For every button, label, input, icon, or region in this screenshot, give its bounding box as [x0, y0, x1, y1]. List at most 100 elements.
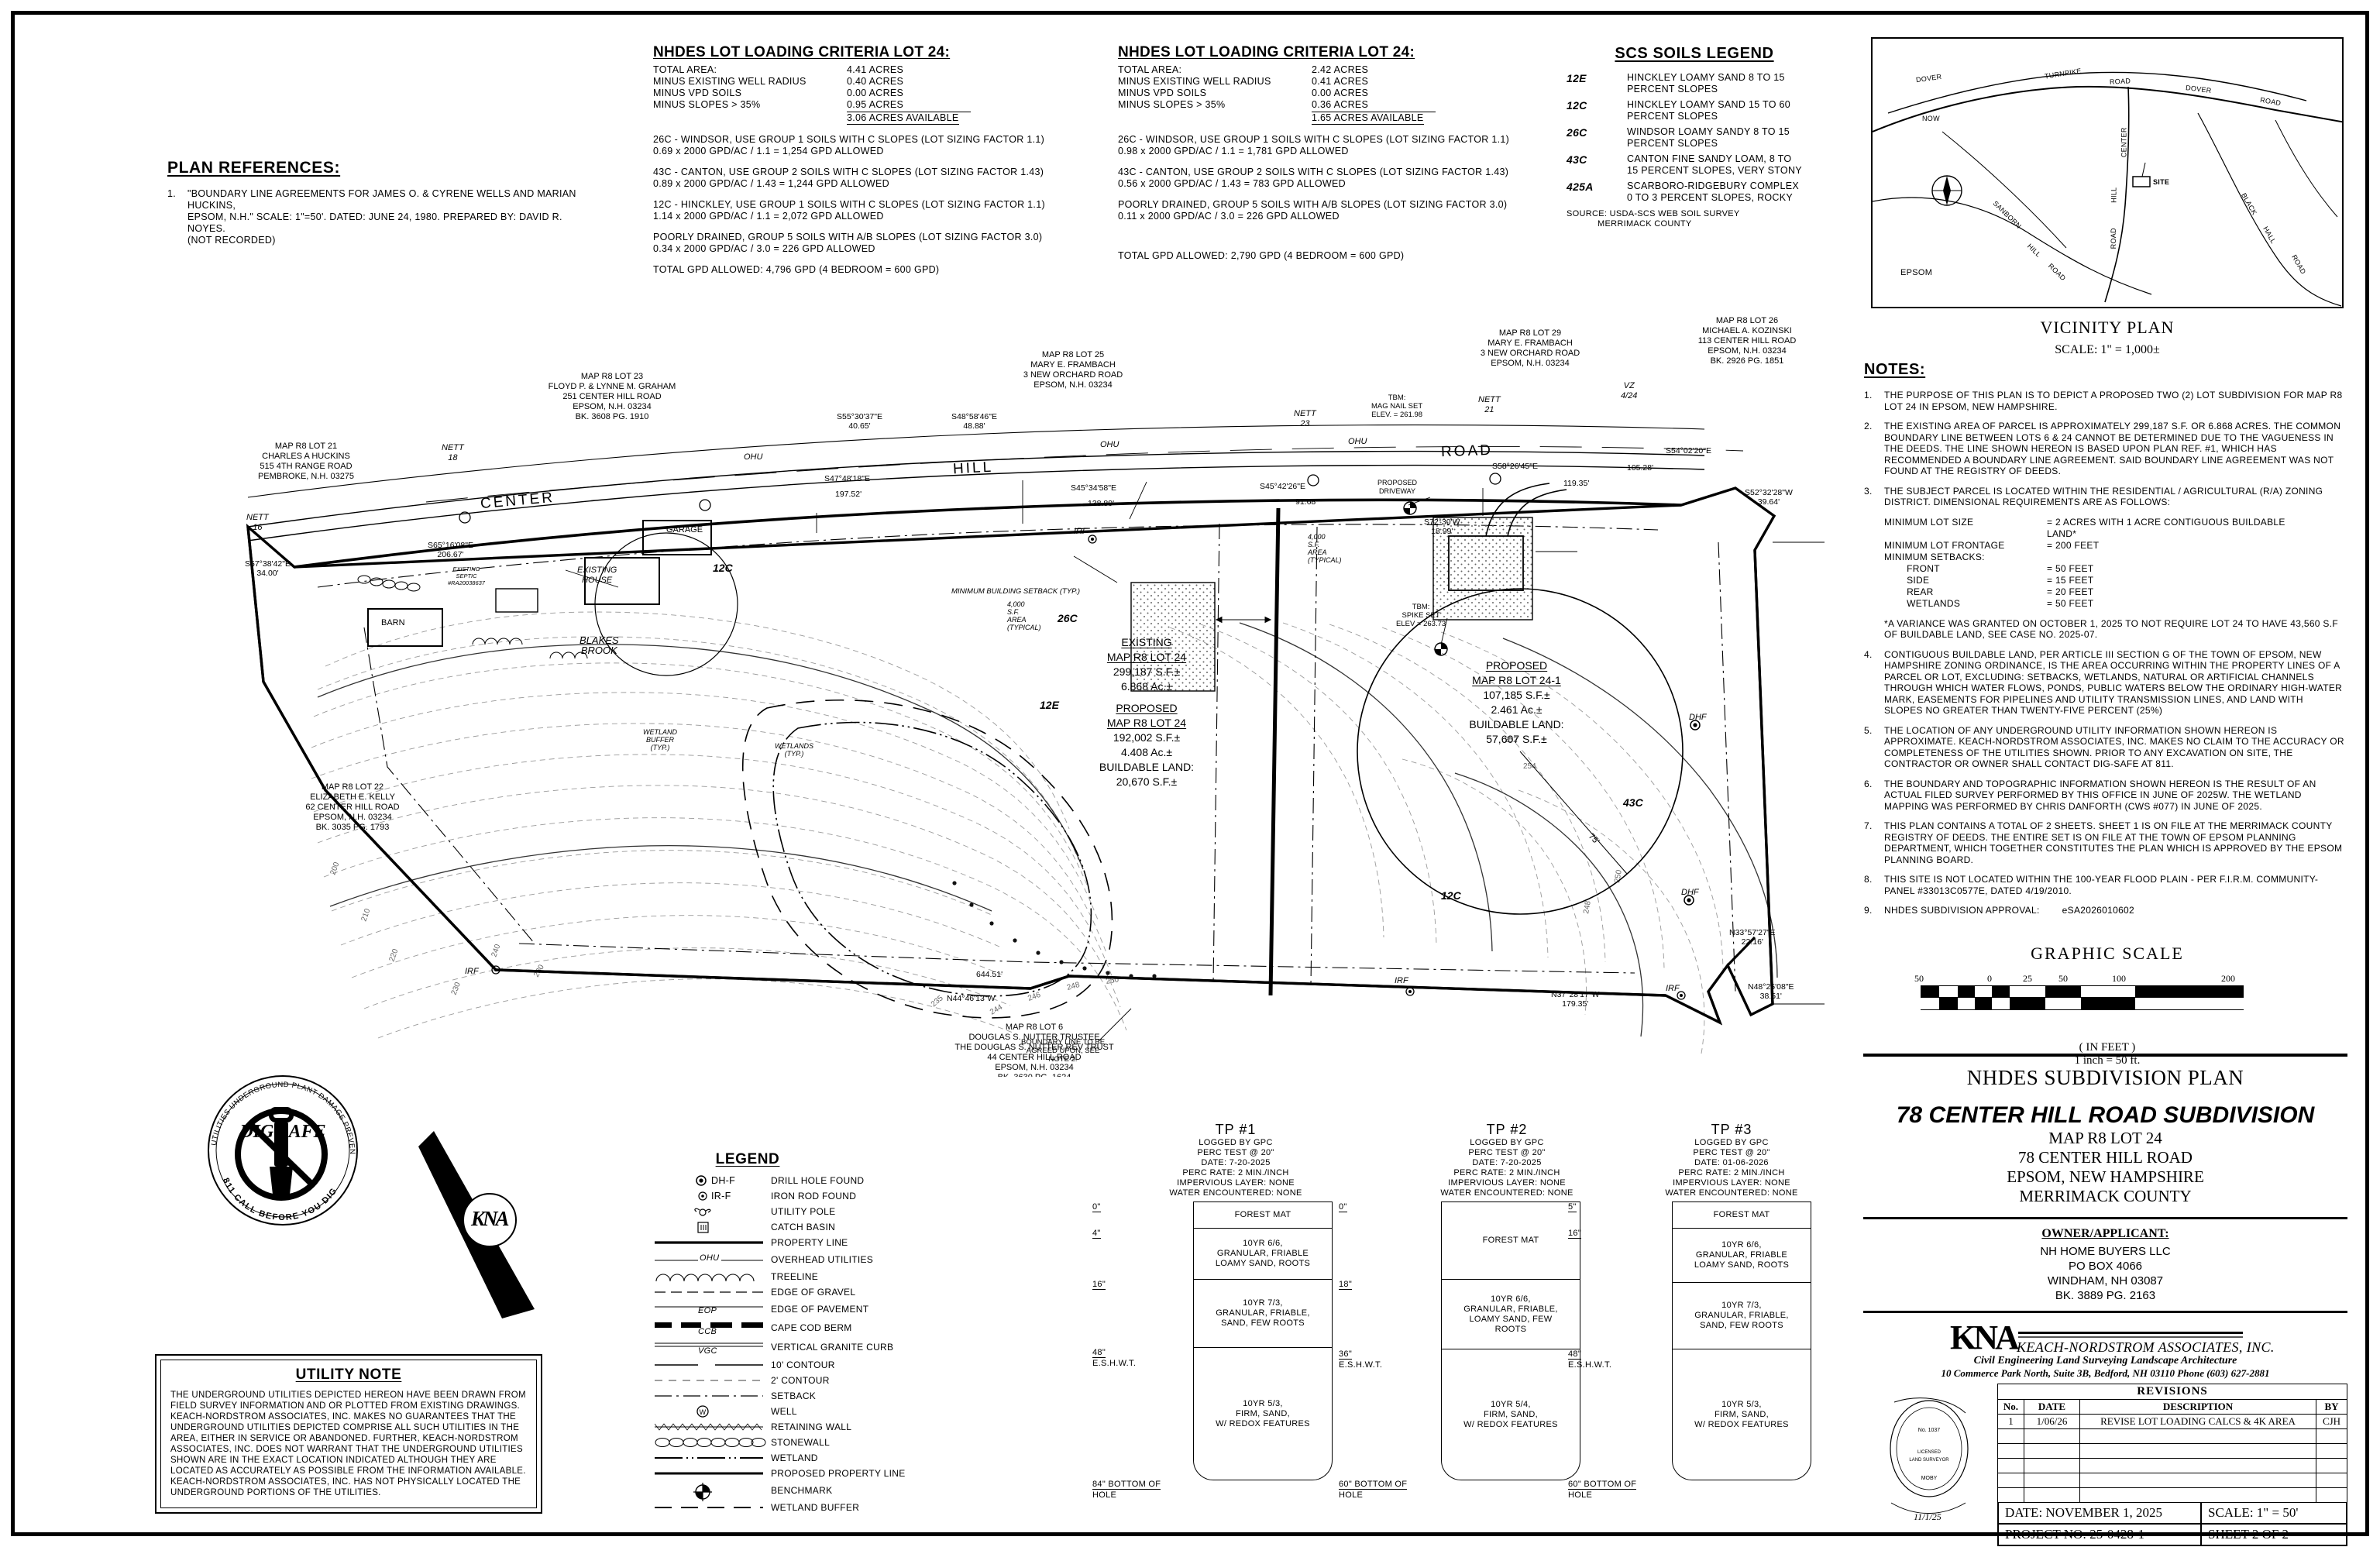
soil-desc: WINDSOR LOAMY SANDY 8 TO 15 PERCENT SLOP…: [1627, 126, 1790, 149]
legend-code: DH-F: [711, 1175, 736, 1186]
bearing: N37°28'17"W 179.35': [1551, 990, 1600, 1009]
ll1-para-b: 0.34 x 2000 GPD/AC / 3.0 = 226 GPD ALLOW…: [653, 243, 875, 254]
note-number: 3.: [1864, 485, 1873, 497]
tp2-meta: PERC RATE: 2 MIN./INCH: [1453, 1168, 1560, 1177]
test-pit-log-2: TP #2 LOGGED BY GPC PERC TEST @ 20" DATE…: [1339, 1122, 1604, 1500]
tp1-meta: PERC TEST @ 20": [1197, 1148, 1274, 1157]
feature-ohu-label: OHU: [1348, 437, 1367, 446]
legend-row: RETAINING WALL: [654, 1419, 910, 1435]
ll1-label: TOTAL AREA:: [653, 64, 717, 75]
tp3-meta: DATE: 01-06-2026: [1694, 1158, 1769, 1167]
ll2-para-a: POORLY DRAINED, GROUP 5 SOILS WITH A/B S…: [1118, 199, 1508, 210]
tp2-layer: 10YR 5/4, FIRM, SAND, W/ REDOX FEATURES: [1463, 1399, 1558, 1429]
title-block-plan-type: NHDES SUBDIVISION PLAN: [1966, 1066, 2244, 1089]
legend-label: CATCH BASIN: [771, 1222, 836, 1232]
ll1-value: 0.00 ACRES: [847, 88, 904, 98]
feature-nett-16: NETT 16: [246, 513, 269, 532]
tp3-meta: LOGGED BY GPC: [1694, 1138, 1769, 1147]
legend-row: VGC VERTICAL GRANITE CURB: [655, 1337, 910, 1357]
dim-label: MINIMUM LOT SIZE: [1884, 516, 1974, 528]
rev-cell: [2316, 1487, 2347, 1503]
soil-code: 12C: [1567, 99, 1587, 112]
title-block-line: MERRIMACK COUNTY: [2019, 1187, 2192, 1205]
feature-irf: IRF: [1395, 976, 1408, 985]
tp2-meta: LOGGED BY GPC: [1470, 1138, 1544, 1147]
dim-value: = 50 FEET: [2047, 562, 2094, 574]
legend-label: VERTICAL GRANITE CURB: [771, 1342, 894, 1353]
tp3-layer: FOREST MAT: [1673, 1202, 1811, 1229]
note-text: THE SUBJECT PARCEL IS LOCATED WITHIN THE…: [1884, 485, 2323, 508]
lot-label-proposed-24-1: PROPOSED MAP R8 LOT 24-1 107,185 S.F.± 2…: [1469, 659, 1564, 745]
sheet-date: DATE: NOVEMBER 1, 2025: [1999, 1503, 2202, 1523]
bearing: S45°42'26"E: [1260, 482, 1305, 491]
note-item: 5. THE LOCATION OF ANY UNDERGROUND UTILI…: [1864, 725, 2344, 770]
vertical-granite-curb-symbol: VGC: [655, 1339, 771, 1356]
table-row: [1997, 1473, 2347, 1488]
north-arrow-mark: KNA: [471, 1207, 510, 1230]
proposed-property-line-symbol: [655, 1466, 771, 1481]
tp2-title: TP #2: [1486, 1122, 1528, 1137]
feature-tbm-spike: TBM: SPIKE SET ELEV = 263.73: [1396, 603, 1446, 628]
project-number: PROJECT NO: 25-0428-1: [1999, 1525, 2202, 1545]
dig-safe-title: DIG SAFE: [239, 1122, 326, 1142]
lot-loading-criteria-1: NHDES LOT LOADING CRITERIA LOT 24: TOTAL…: [653, 44, 1087, 276]
tp3-meta: PERC RATE: 2 MIN./INCH: [1678, 1168, 1785, 1177]
note-item: 3. THE SUBJECT PARCEL IS LOCATED WITHIN …: [1864, 486, 2344, 508]
utility-pole-icon: [655, 1204, 771, 1219]
feature-proposed-driveway: PROPOSED DRIVEWAY: [1377, 479, 1418, 495]
feature-setback-typ: MINIMUM BUILDING SETBACK (TYP.): [951, 587, 1081, 596]
legend-row: CCB CAPE COD BERM: [655, 1318, 910, 1337]
dim-label: SIDE: [1884, 574, 1930, 586]
firm-address: 10 Commerce Park North, Suite 3B, Bedfor…: [1941, 1367, 2270, 1379]
soil-desc: HINCKLEY LOAMY SAND 8 TO 15 PERCENT SLOP…: [1627, 72, 1785, 95]
feature-existing-house: EXISTING HOUSE: [577, 566, 617, 585]
ll1-value: 0.40 ACRES: [847, 76, 904, 87]
rev-cell: [2316, 1428, 2347, 1444]
legend-row: UTILITY POLE: [655, 1204, 910, 1219]
ll1-label: MINUS EXISTING WELL RADIUS: [653, 76, 807, 87]
note-item: 8. THIS SITE IS NOT LOCATED WITHIN THE 1…: [1864, 874, 2344, 896]
tp3-layer: 10YR 7/3, GRANULAR, FRIABLE, SAND, FEW R…: [1673, 1283, 1811, 1349]
utility-note-body: THE UNDERGROUND UTILITIES DEPICTED HEREO…: [170, 1391, 526, 1497]
dim-label: FRONT: [1884, 562, 1940, 574]
bearing: 91.68': [1295, 497, 1318, 507]
road-label-hill: HILL: [952, 459, 994, 478]
legend-code: EOP: [698, 1306, 717, 1315]
tp3-title: TP #3: [1711, 1122, 1752, 1137]
vicinity-label-site: SITE: [2153, 178, 2170, 186]
ll2-para-b: 0.56 x 2000 GPD/AC / 1.43 = 783 GPD ALLO…: [1118, 178, 1346, 189]
scale-tick: 100: [2112, 973, 2126, 984]
owner-heading: OWNER/APPLICANT:: [2041, 1227, 2169, 1240]
rev-cell: [2079, 1487, 2316, 1503]
legend-row: EOP EDGE OF PAVEMENT: [655, 1300, 910, 1318]
tp2-depth: 36": [1339, 1349, 1353, 1360]
legend-label: EDGE OF PAVEMENT: [771, 1304, 869, 1315]
stonewall-symbol: [655, 1435, 771, 1450]
rev-cell: [1997, 1458, 2024, 1473]
table-row: 1 1/06/26 REVISE LOT LOADING CALCS & 4K …: [1997, 1414, 2347, 1429]
rev-cell: [2316, 1443, 2347, 1459]
bearing: 119.35': [1563, 479, 1590, 488]
rev-cell: [2316, 1473, 2347, 1488]
note-number: 2.: [1864, 421, 1873, 431]
tp3-layer: 10YR 6/6, GRANULAR, FRIABLE LOAMY SAND, …: [1673, 1229, 1811, 1283]
note-number: 7.: [1864, 820, 1873, 831]
legend-label: IRON ROD FOUND: [771, 1191, 857, 1202]
bearing: S45°34'58"E: [1071, 483, 1116, 493]
rev-header: No.: [1997, 1399, 2024, 1415]
legend-label: OVERHEAD UTILITIES: [771, 1254, 874, 1265]
ll1-label: MINUS SLOPES > 35%: [653, 99, 761, 110]
lot-label-proposed-24: PROPOSED MAP R8 LOT 24 192,002 S.F.± 4.4…: [1099, 702, 1195, 788]
feature-wetlands: WETLANDS (TYP.): [775, 742, 814, 758]
tp3-meta: PERC TEST @ 20": [1693, 1148, 1770, 1157]
legend-row: CATCH BASIN: [655, 1219, 910, 1235]
legend-code: CCB: [698, 1327, 717, 1336]
utility-note-title: UTILITY NOTE: [295, 1367, 402, 1383]
treeline-symbol: [655, 1269, 771, 1284]
tp2-depth: 18": [1339, 1280, 1353, 1290]
bearing: 138.89': [1088, 499, 1115, 508]
bearing: S72°30'W 18.99': [1424, 517, 1460, 536]
tp1-depth: 84" BOTTOM OF: [1092, 1480, 1161, 1490]
